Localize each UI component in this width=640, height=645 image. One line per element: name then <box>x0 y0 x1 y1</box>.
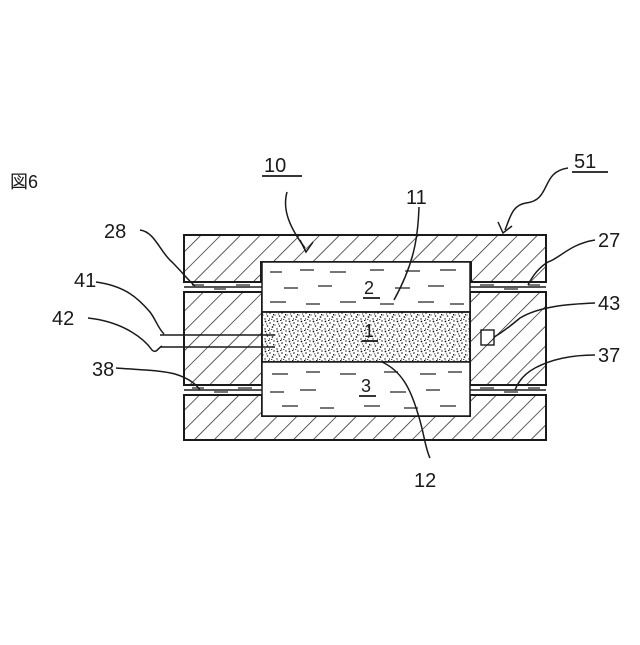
label-51: 51 <box>574 151 596 173</box>
label-43: 43 <box>598 293 620 315</box>
sensor-43 <box>481 330 494 345</box>
label-28: 28 <box>104 221 126 243</box>
label-37: 37 <box>598 345 620 367</box>
middle-left-block <box>184 292 262 385</box>
label-41: 41 <box>74 270 96 292</box>
label-1: 1 <box>364 321 374 341</box>
label-27: 27 <box>598 230 620 252</box>
label-42: 42 <box>52 308 74 330</box>
label-2: 2 <box>364 278 374 298</box>
label-38: 38 <box>92 359 114 381</box>
label-10: 10 <box>264 155 286 177</box>
figure-label: 図6 <box>10 172 38 192</box>
label-12: 12 <box>414 470 436 492</box>
label-3: 3 <box>361 376 371 396</box>
label-11: 11 <box>406 187 427 209</box>
